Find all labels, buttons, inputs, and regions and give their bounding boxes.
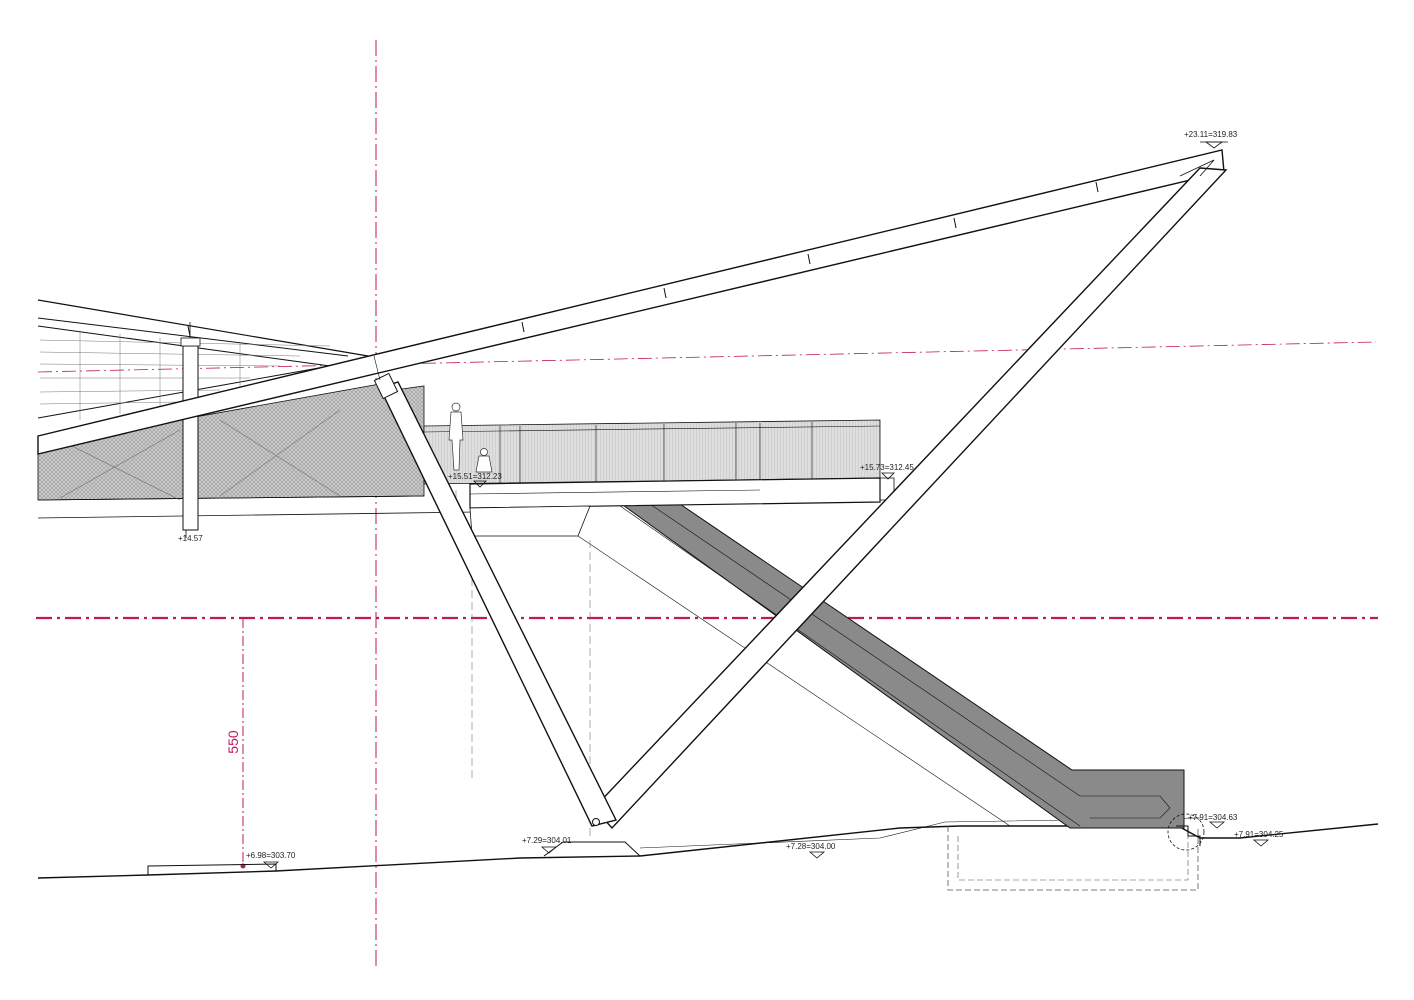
level-top: +23.11=319.83 [1184,130,1238,149]
escalator [577,491,1185,829]
svg-text:+7.29=304.01: +7.29=304.01 [522,836,572,845]
level-ground-right: +7.91=304.25 [1234,830,1284,847]
level-ground-left: +6.98=303.70 [246,851,296,869]
svg-text:+7.28=304.00: +7.28=304.00 [786,842,836,851]
upper-axis-line [37,341,1377,373]
level-deck: +15.51=312.23 [448,472,502,488]
svg-text:+14.57: +14.57 [178,534,203,543]
svg-text:+6.98=303.70: +6.98=303.70 [246,851,296,860]
level-escalator-foot: +7.91=304.63 [1188,813,1238,829]
level-support: +7.29=304.01 [522,836,572,854]
support-pin [592,818,600,826]
level-deck-right: +15.73=312.45 [860,463,914,480]
svg-text:+7.91=304.63: +7.91=304.63 [1188,813,1238,822]
svg-text:+7.91=304.25: +7.91=304.25 [1234,830,1284,839]
ground-profile [37,817,1379,879]
human-figures [448,402,493,473]
foundation-pit [947,813,1205,891]
level-column-base: +14.57 [178,534,203,543]
v-frame-structure [37,149,1228,830]
height-dimension-label: 550 [225,730,241,754]
column-left [182,345,199,531]
level-markers: +23.11=319.83 +15.51=312.23 +15.73=312.4… [178,130,1284,869]
level-ground-mid: +7.28=304.00 [786,842,836,859]
svg-text:+23.11=319.83: +23.11=319.83 [1184,130,1238,139]
left-structure [37,299,477,538]
detail-circle [1167,813,1205,851]
svg-text:+15.51=312.23: +15.51=312.23 [448,472,502,481]
diagonal-tension-member [593,167,1228,830]
escalator-body [614,499,1185,829]
upper-roof-beam [37,149,1225,455]
deck-slab [469,477,881,509]
svg-text:+15.73=312.45: +15.73=312.45 [860,463,914,472]
